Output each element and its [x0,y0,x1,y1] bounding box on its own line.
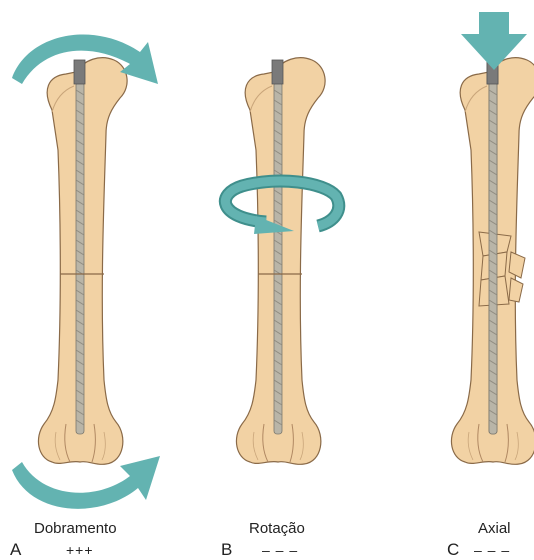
panel-b-title: Rotação [249,520,305,537]
nail-b [272,60,283,434]
panel-b-sign: – – – [262,542,298,558]
panel-c-letter: C [447,540,459,560]
panel-c-title: Axial [478,520,511,537]
panel-b [225,58,338,465]
nail-c-front [487,60,498,434]
panel-c-sign: – – – [474,542,510,558]
panel-a [12,35,160,509]
nail-a [74,60,85,434]
panel-a-title: Dobramento [34,520,117,537]
panel-b-letter: B [221,540,232,560]
bending-arrow-bottom-icon [12,456,160,509]
panel-a-sign: +++ [66,542,94,558]
panel-a-letter: A [10,540,21,560]
bone-fragments [479,232,525,306]
panel-c [451,12,534,464]
